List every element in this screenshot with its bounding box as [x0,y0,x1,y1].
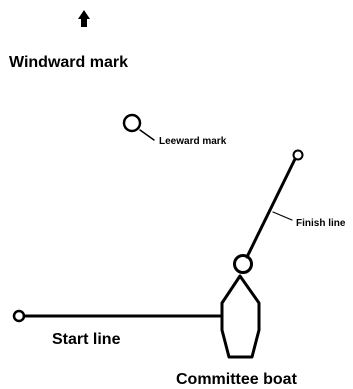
finish-line-buoy [292,149,304,161]
up-arrow-icon [78,10,90,27]
committee-boat-flag-circle [233,254,253,274]
leeward-mark-label: Leeward mark [159,136,227,147]
finish-line-label: Finish line [296,218,346,229]
committee-boat-label: Committee boat [176,371,298,388]
committee-boat-hull [220,274,261,359]
start-line-label: Start line [52,331,121,348]
finish-line-leader [272,211,293,221]
leeward-mark-buoy [122,113,142,133]
start-line-buoy [12,309,26,323]
windward-mark-label: Windward mark [9,54,128,71]
finish-line [245,157,297,259]
leeward-mark-leader [139,129,155,141]
